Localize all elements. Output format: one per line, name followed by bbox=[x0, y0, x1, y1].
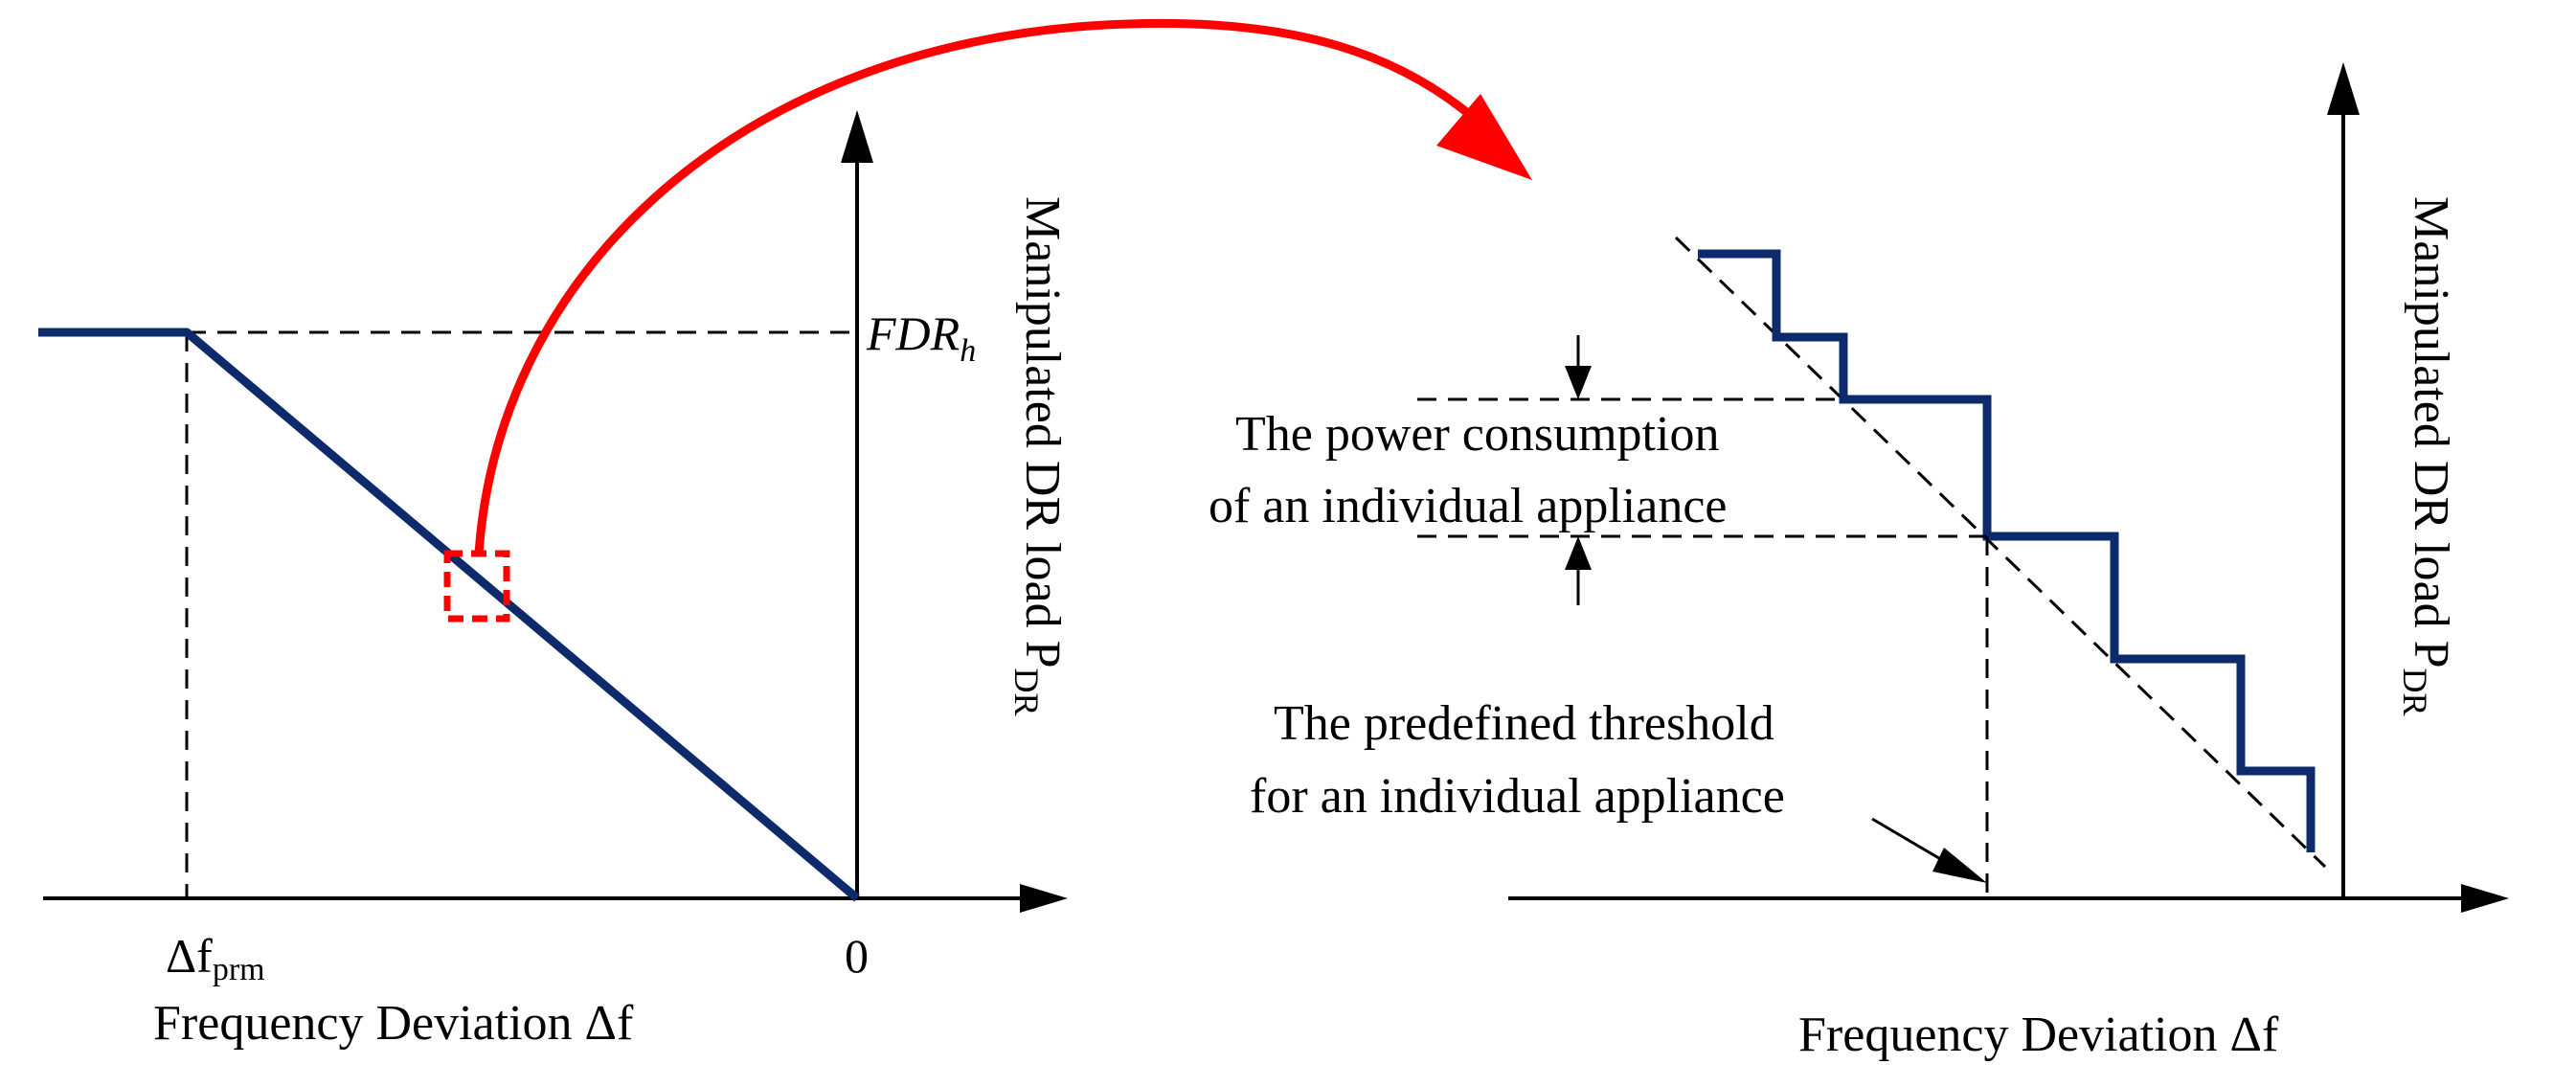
prm-label-main: Δf bbox=[166, 929, 213, 983]
threshold-note-line1: The predefined threshold bbox=[1274, 696, 1774, 751]
right-y-axis-label-sub: DR bbox=[2396, 668, 2434, 716]
right-panel: The power consumption of an individual a… bbox=[1209, 62, 2509, 1062]
right-staircase-curve bbox=[1698, 249, 2316, 852]
right-y-axis-label: Manipulated DR load PDR bbox=[2396, 196, 2458, 716]
fdr-label-sub: h bbox=[960, 333, 976, 369]
fdr-label: FDRh bbox=[866, 306, 976, 369]
power-note-line2: of an individual appliance bbox=[1209, 479, 1727, 533]
threshold-pointer-head bbox=[1932, 848, 1987, 883]
left-x-axis-label: Frequency Deviation Δf bbox=[153, 996, 634, 1051]
left-highlight-box bbox=[443, 550, 510, 623]
left-y-axis-arrowhead bbox=[841, 110, 873, 163]
zero-label: 0 bbox=[845, 929, 869, 983]
step-bottom-arrow-head bbox=[1565, 536, 1592, 570]
prm-label: Δfprm bbox=[166, 929, 265, 987]
right-linear-reference bbox=[1674, 236, 2327, 869]
threshold-note-line2: for an individual appliance bbox=[1250, 769, 1785, 824]
right-y-axis-arrowhead bbox=[2327, 62, 2360, 115]
right-x-axis-arrowhead bbox=[2461, 884, 2509, 913]
power-note-line1: The power consumption bbox=[1235, 407, 1719, 462]
prm-label-sub: prm bbox=[213, 952, 265, 987]
left-y-axis-label-main: Manipulated DR load P bbox=[1015, 196, 1070, 668]
left-y-axis-label-sub: DR bbox=[1007, 668, 1046, 716]
left-panel: FDRh Δfprm 0 Frequency Deviation Δf Mani… bbox=[38, 110, 1070, 1051]
right-x-axis-label: Frequency Deviation Δf bbox=[1798, 1008, 2279, 1062]
zoom-arrow-curve bbox=[474, 18, 1473, 555]
right-y-axis-label-main: Manipulated DR load P bbox=[2404, 196, 2458, 668]
left-dr-curve bbox=[38, 328, 860, 902]
zoom-arrow bbox=[474, 18, 1532, 555]
zoom-arrow-head bbox=[1436, 94, 1532, 180]
left-y-axis-label: Manipulated DR load PDR bbox=[1007, 196, 1070, 716]
left-x-axis-arrowhead bbox=[1020, 884, 1068, 913]
fdr-label-main: FDR bbox=[866, 306, 960, 360]
step-top-arrow-head bbox=[1565, 366, 1592, 399]
